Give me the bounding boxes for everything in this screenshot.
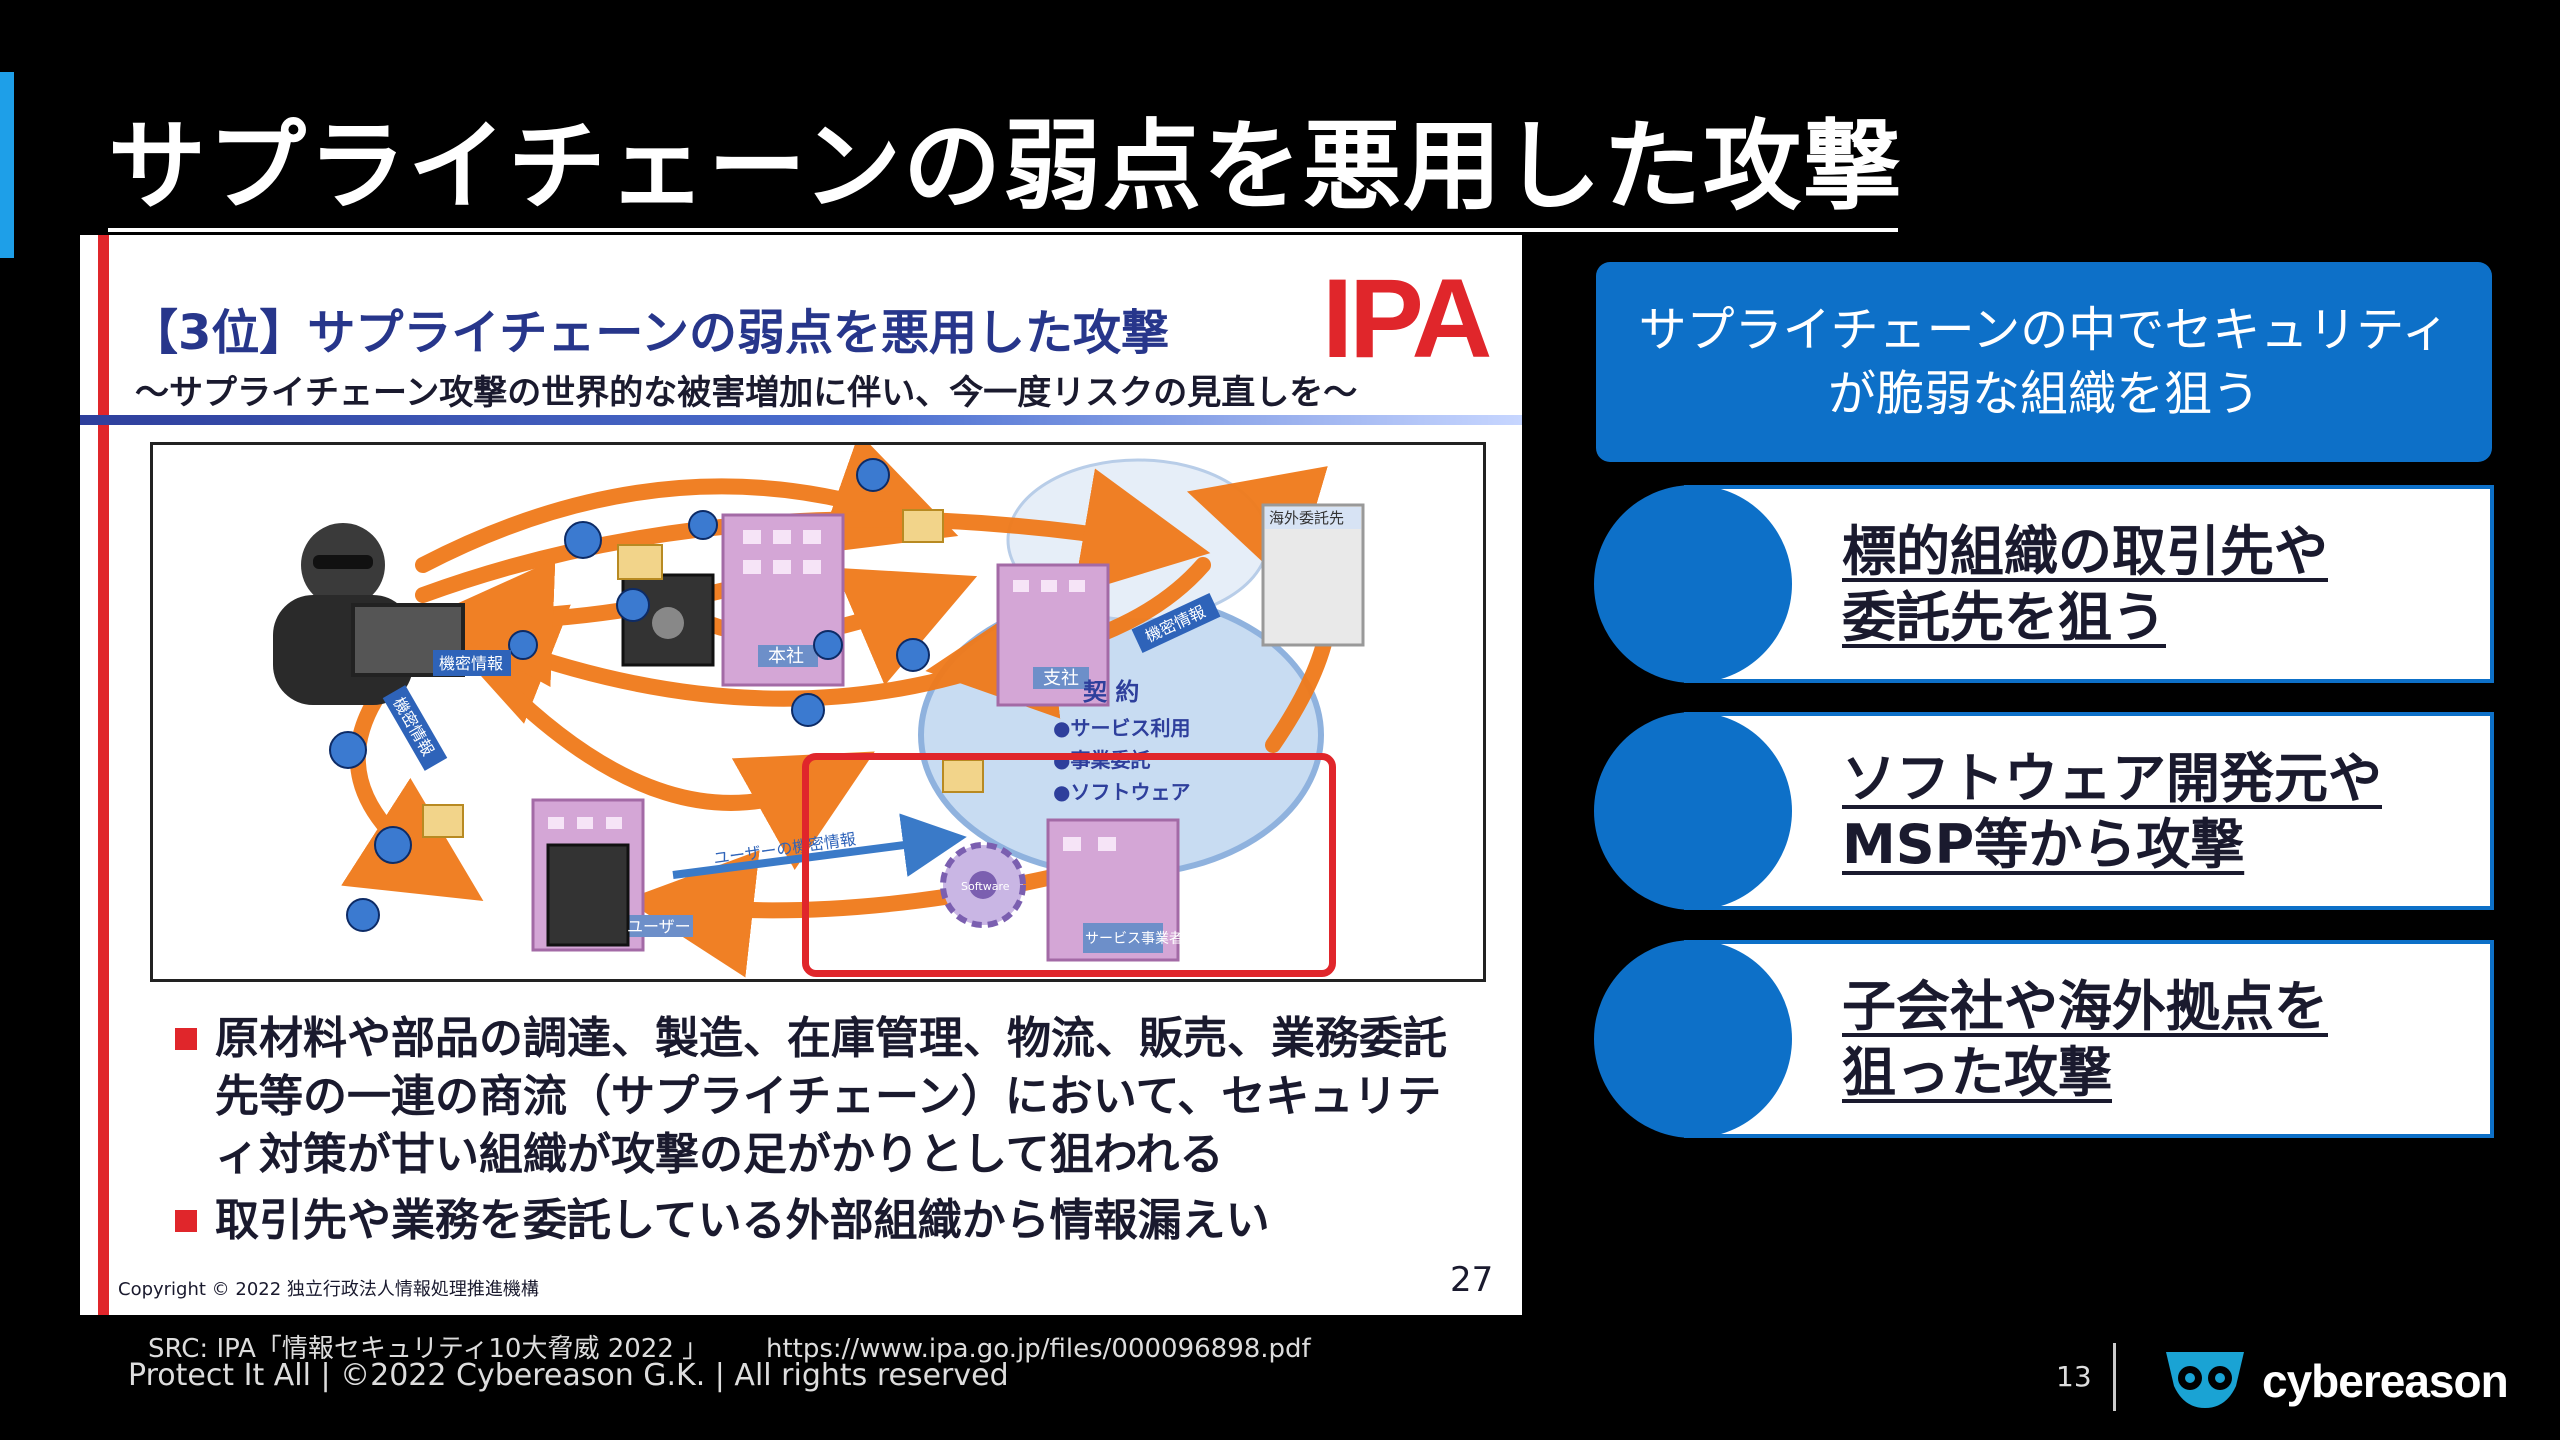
ipa-bullet-item: 原材料や部品の調達、製造、在庫管理、物流、販売、業務委託先等の一連の商流（サプラ… [175,1010,1475,1184]
ipa-page-number: 27 [1450,1260,1494,1300]
cybereason-logo: cybereason [2160,1346,2540,1410]
label-user: ユーザー [627,917,691,936]
contract-item-1: ●サービス利用 [1053,716,1190,740]
point-card-1: 標的組織の取引先や 委託先を狙う [1594,485,2494,683]
label-honsha: 本社 [768,646,804,667]
label-software: Software [961,880,1010,893]
malware-bug-icon [329,458,930,932]
ipa-copyright: Copyright © 2022 独立行政法人情報処理推進機構 [118,1279,539,1300]
label-shisha: 支社 [1043,668,1079,689]
label-service-provider: サービス事業者 [1085,931,1183,947]
bullet-square-icon [175,1028,197,1050]
bullet-square-icon [175,1210,197,1233]
ipa-logo: IPA [1322,256,1492,381]
owl-logo-icon [2166,1352,2244,1408]
point-text: ソフトウェア開発元や MSP等から攻撃 [1842,746,2382,878]
ipa-heading-rule [80,415,1522,425]
building-icon [1046,818,1180,962]
point-text: 子会社や海外拠点を 狙った攻撃 [1842,974,2328,1106]
point-card-2: ソフトウェア開発元や MSP等から攻撃 [1594,712,2494,910]
callout-text: サプライチェーンの中でセキュリティが脆弱な組織を狙う [1638,302,2450,423]
contract-item-2: ●事業委託 [1053,748,1150,772]
point-card-3: 子会社や海外拠点を 狙った攻撃 [1594,940,2494,1138]
hacker-icon [273,523,465,705]
building-icon [1261,503,1365,647]
ipa-bullet-text: 原材料や部品の調達、製造、在庫管理、物流、販売、業務委託先等の一連の商流（サプラ… [215,1013,1447,1181]
point-line-1: ソフトウェア開発元や [1842,747,2382,810]
slide-page-number: 13 [2056,1360,2092,1393]
ipa-slide-subheading: 〜サプライチェーン攻撃の世界的な被害増加に伴い、今一度リスクの見直しを〜 [135,373,1358,413]
title-underline [108,228,1898,232]
point-circle-icon [1594,485,1792,683]
label-kaigai: 海外委託先 [1269,509,1344,527]
point-card-bar [1684,940,2494,1138]
contract-title: 契 約 [1083,678,1139,706]
label-kimitsu-1: 機密情報 [439,654,503,673]
point-line-1: 標的組織の取引先や [1842,520,2328,583]
point-line-1: 子会社や海外拠点を [1842,975,2328,1038]
contract-item-3: ●ソフトウェア [1053,780,1190,804]
highlight-box [802,753,1336,977]
stolen-data-icon [422,509,984,838]
point-line-2: 委託先を狙う [1842,585,2166,649]
building-icon [996,563,1110,707]
source-citation: SRC: IPA「情報セキュリティ10大脅威 2022 」 https://ww… [148,1334,1311,1364]
supply-chain-attack-diagram: 機密情報 機密情報 機密情報 本社 支社 海外委託先 ユーザー ユーザーの機密情… [150,442,1486,982]
ipa-slide-image: 【3位】サプライチェーンの弱点を悪用した攻撃 〜サプライチェーン攻撃の世界的な被… [80,235,1522,1315]
diagram-svg: 機密情報 機密情報 機密情報 本社 支社 海外委託先 ユーザー ユーザーの機密情… [273,445,1365,978]
logo-wordmark: cybereason [2262,1355,2509,1407]
computer-icon [546,843,630,947]
point-circle-icon [1594,712,1792,910]
ipa-slide-heading: 【3位】サプライチェーンの弱点を悪用した攻撃 [130,305,1170,361]
point-line-2: MSP等から攻撃 [1842,812,2245,876]
point-card-bar [1684,485,2494,683]
ipa-bullet-text: 取引先や業務を委託している外部組織から情報漏えい [215,1195,1270,1247]
ipa-red-side-bar [98,235,109,1315]
point-circle-icon [1594,940,1792,1138]
callout-box: サプライチェーンの中でセキュリティが脆弱な組織を狙う [1596,262,2492,462]
ipa-bullet-list: 原材料や部品の調達、製造、在庫管理、物流、販売、業務委託先等の一連の商流（サプラ… [175,1010,1475,1250]
point-line-2: 狙った攻撃 [1842,1040,2112,1104]
footer-divider [2113,1343,2116,1411]
footer-copyright: Protect It All | ©2022 Cybereason G.K. |… [128,1358,1009,1393]
point-text: 標的組織の取引先や 委託先を狙う [1842,519,2328,651]
title-accent-bar [0,72,14,258]
slide-title: サプライチェーンの弱点を悪用した攻撃 [108,110,1904,224]
ipa-bullet-item: 取引先や業務を委託している外部組織から情報漏えい [175,1192,1475,1250]
gear-icon [940,842,1026,928]
